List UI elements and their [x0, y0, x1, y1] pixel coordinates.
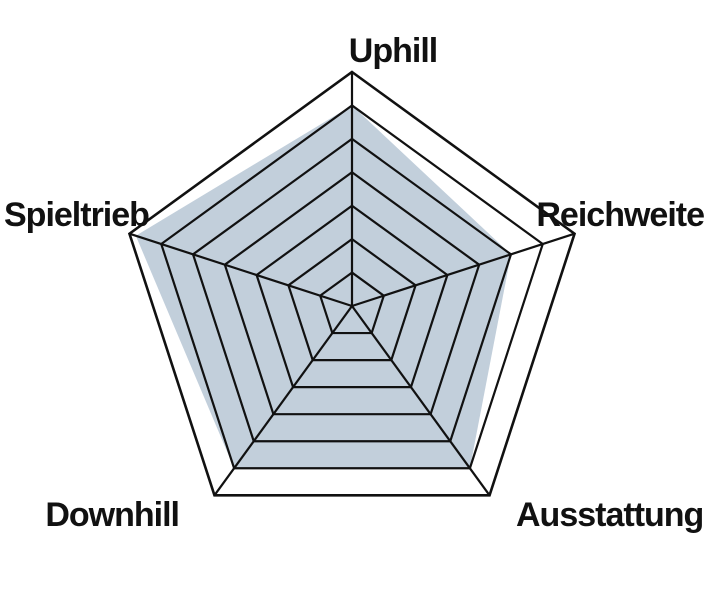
radar-fill-layer: [135, 105, 511, 469]
grid-ring-7: [127, 70, 577, 497]
axis-label-ausstattung: Ausstattung: [516, 496, 703, 534]
axis-spoke-spieltrieb: [129, 232, 353, 308]
axis-spoke-reichweite: [351, 232, 575, 308]
axis-labels: Uphill Reichweite Ausstattung Downhill S…: [4, 32, 705, 534]
series-area-0: [135, 105, 511, 469]
axis-label-uphill: Uphill: [349, 32, 437, 70]
grid-ring-2: [287, 237, 417, 362]
grid-ring-5: [191, 137, 513, 443]
axis-label-downhill: Downhill: [45, 496, 179, 534]
radar-grid: [127, 70, 577, 497]
axis-label-spieltrieb: Spieltrieb: [4, 196, 149, 234]
axis-label-reichweite: Reichweite: [536, 196, 704, 234]
grid-ring-3: [255, 204, 449, 389]
grid-ring-4: [223, 170, 481, 416]
grid-ring-1: [318, 271, 386, 335]
axis-spoke-downhill: [213, 305, 353, 496]
axis-spoke-ausstattung: [351, 305, 491, 496]
grid-ring-6: [159, 104, 545, 470]
